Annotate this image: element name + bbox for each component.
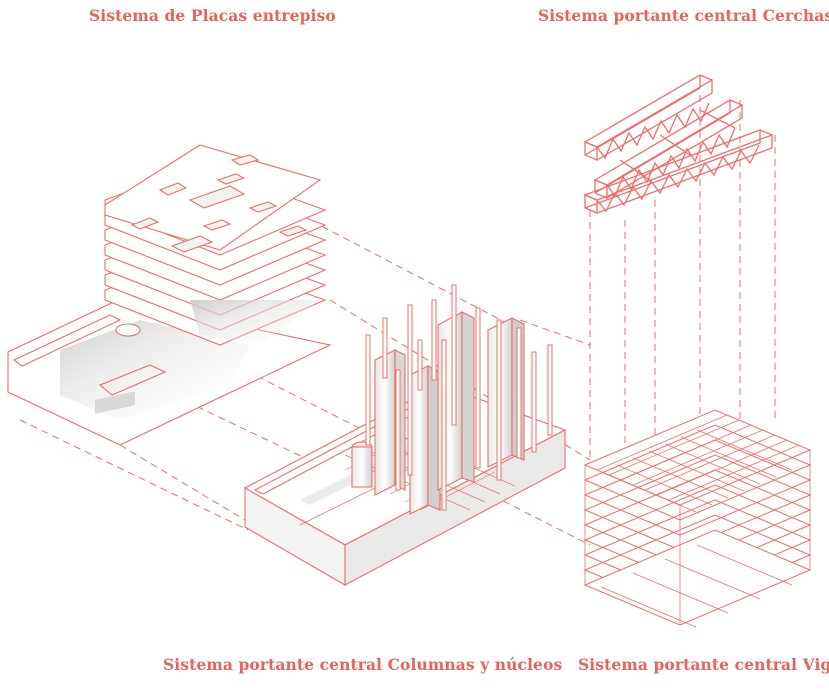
core-2 — [409, 365, 441, 515]
beam-levels — [583, 409, 812, 626]
columns-cores-system — [243, 284, 567, 586]
truss-system — [583, 74, 774, 214]
truss-beam-3 — [583, 129, 774, 214]
beam-grid-lines — [584, 414, 811, 628]
plate-openings — [130, 154, 308, 253]
beam-grid-stack — [583, 409, 812, 628]
base-slab-side — [344, 429, 566, 586]
label-columnas-nucleos: Sistema portante central Columnas y núcl… — [163, 655, 563, 674]
label-placas-entrepiso: Sistema de Placas entrepiso — [89, 6, 336, 25]
label-vigas: Sistema portante central Vigas — [578, 655, 829, 674]
columns — [365, 284, 553, 511]
label-cerchas: Sistema portante central Cerchas — [538, 6, 829, 25]
floor-plates-stack — [7, 144, 332, 446]
truss-connectors — [619, 109, 736, 181]
truss-beam-1 — [583, 74, 714, 161]
